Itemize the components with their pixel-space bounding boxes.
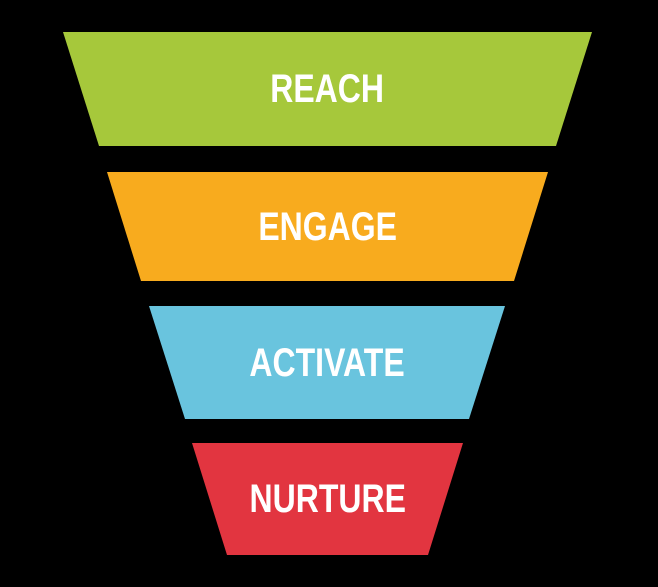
funnel-stage-activate: ACTIVATE <box>149 306 505 419</box>
funnel-stage-nurture-label: NURTURE <box>249 477 406 521</box>
funnel-stage-nurture: NURTURE <box>192 443 463 555</box>
funnel-stage-engage: ENGAGE <box>107 172 548 281</box>
funnel-stage-engage-label: ENGAGE <box>258 204 397 249</box>
funnel-stage-reach-label: REACH <box>270 67 385 111</box>
funnel-stage-reach: REACH <box>63 32 592 146</box>
funnel-stage-activate-label: ACTIVATE <box>249 340 405 385</box>
